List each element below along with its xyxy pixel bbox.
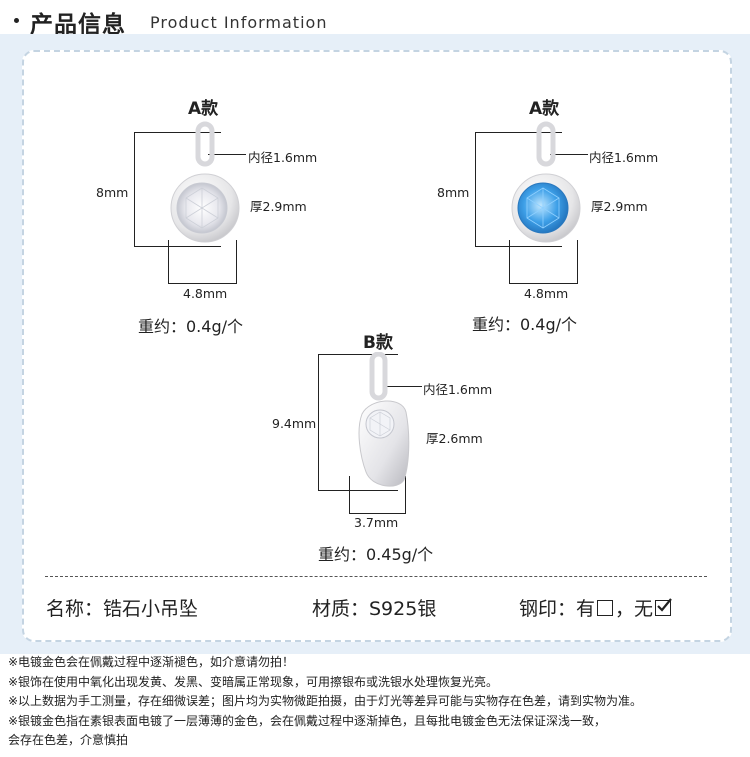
inner-diameter-label: 内径1.6mm [248,150,318,165]
width-label: 4.8mm [524,286,569,301]
height-label: 8mm [96,185,129,200]
width-label: 3.7mm [354,515,399,530]
pendant-image [511,121,581,243]
note-line: ※银饰在使用中氧化出现发黄、发黑、变暗属正常现象，可用擦银布或洗银水处理恢复光亮… [8,674,499,689]
stamp-info: 钢印：有 ，无 [519,594,672,621]
height-label: 9.4mm [272,416,317,431]
stamp-middle: ，无 [615,598,654,620]
pendant-image [358,352,410,487]
dashed-divider [45,576,707,577]
inner-diameter-label: 内径1.6mm [589,150,659,165]
pendant-image [170,121,240,243]
product-material: 材质：S925银 [312,598,437,620]
width-label: 4.8mm [183,286,228,301]
product-name: 名称：锆石小吊坠 [46,598,199,620]
stamp-prefix: 钢印：有 [519,598,596,620]
note-line: ※电镀金色会在佩戴过程中逐渐褪色，如介意请勿拍！ [8,655,295,669]
section-title-cn: 产品信息 [30,12,126,38]
thickness-label: 厚2.6mm [426,431,483,446]
inner-diameter-label: 内径1.6mm [423,382,493,397]
section-header: 产品信息 Product Information [0,0,750,38]
variant-title: A款 [188,99,219,119]
note-line: ※以上数据为手工测量，存在细微误差；图片均为实物微距拍摄，由于灯光等差异可能与实… [8,694,643,709]
weight-label: 重约：0.45g/个 [318,545,434,564]
notes-section: ※电镀金色会在佩戴过程中逐渐褪色，如介意请勿拍！ ※银饰在使用中氧化出现发黄、发… [8,653,744,751]
variant-title: B款 [363,333,393,353]
height-label: 8mm [437,185,470,200]
checked-box-icon [655,598,672,616]
section-title-en: Product Information [150,13,328,32]
thickness-label: 厚2.9mm [591,199,648,214]
info-panel [22,50,732,642]
bullet-dot [14,18,19,23]
thickness-label: 厚2.9mm [250,199,307,214]
note-line: ※银镀金色指在素银表面电镀了一层薄薄的金色，会在佩戴过程中逐渐掉色，且每批电镀金… [8,713,607,728]
note-line: 会存在色差，介意慎拍 [8,733,129,748]
variant-title: A款 [529,99,560,119]
unchecked-box-icon [597,600,614,616]
weight-label: 重约：0.4g/个 [138,317,243,336]
weight-label: 重约：0.4g/个 [472,315,577,334]
